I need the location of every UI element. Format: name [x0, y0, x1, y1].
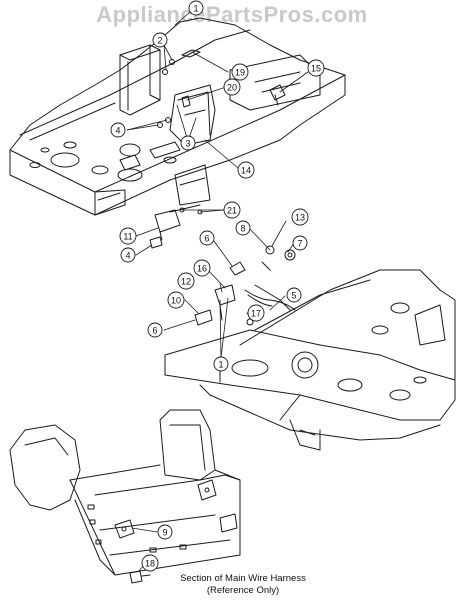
reference-note-line-1: Section of Main Wire Harness [180, 573, 306, 584]
watermark-text: AppliancePartsPros.com [96, 2, 368, 27]
callout-label-4-mid: 4 [125, 251, 130, 261]
reference-note-line-2: (Reference Only) [206, 585, 280, 596]
callout-19 [231, 63, 249, 81]
leader-lines [126, 11, 309, 573]
callout-6-upper [199, 230, 215, 246]
callout-label-6-lower: 6 [152, 326, 157, 336]
callout-6-lower [147, 322, 163, 338]
lower-assembly-drawing [9, 409, 241, 584]
callout-label-15: 15 [311, 64, 321, 74]
callout-14 [237, 161, 255, 179]
callout-label-5: 5 [291, 291, 296, 301]
callout-label-1-mid: 1 [218, 360, 223, 370]
callout-label-16: 16 [197, 264, 207, 274]
callout-1-top [188, 0, 204, 16]
callout-21 [223, 201, 241, 219]
callout-8 [235, 220, 251, 236]
callout-label-4-top: 4 [115, 126, 120, 136]
callout-label-1-top: 1 [193, 4, 198, 14]
callout-circles [110, 0, 325, 572]
upper-frame-drawing [9, 17, 346, 216]
callout-label-8: 8 [240, 224, 245, 234]
callout-17 [247, 304, 265, 322]
callout-label-17: 17 [251, 309, 261, 319]
callout-20 [223, 78, 241, 96]
callout-12 [177, 272, 195, 290]
callout-label-7: 7 [297, 239, 302, 249]
callout-15 [307, 59, 325, 77]
callout-label-13: 13 [295, 213, 305, 223]
callout-labels: 1 2 19 20 15 4 3 14 21 11 4 13 8 7 6 16 … [115, 4, 321, 569]
callout-5 [286, 287, 302, 303]
callout-1-mid [213, 356, 229, 372]
callout-label-3: 3 [185, 139, 190, 149]
callout-label-10: 10 [171, 296, 181, 306]
callout-7 [292, 235, 308, 251]
reference-note: Section of Main Wire Harness (Reference … [168, 573, 318, 597]
callout-13 [291, 208, 309, 226]
callout-label-21: 21 [227, 206, 237, 216]
callout-label-14: 14 [241, 166, 251, 176]
callout-3 [180, 135, 196, 151]
callout-label-12: 12 [181, 277, 191, 287]
callout-label-19: 19 [235, 68, 245, 78]
callout-9 [157, 524, 173, 540]
callout-11 [119, 227, 137, 245]
callout-label-6-upper: 6 [204, 234, 209, 244]
middle-chassis-drawing [149, 204, 456, 451]
callout-label-18: 18 [145, 559, 155, 569]
callout-label-2: 2 [157, 36, 162, 46]
callout-label-11: 11 [123, 232, 132, 242]
callout-4-top [110, 122, 126, 138]
callout-16 [193, 259, 211, 277]
callout-label-20: 20 [227, 83, 237, 93]
callout-10 [167, 291, 185, 309]
callout-2 [152, 32, 168, 48]
callout-18 [141, 554, 159, 572]
callout-label-9: 9 [162, 528, 167, 538]
callout-4-mid [120, 247, 136, 263]
